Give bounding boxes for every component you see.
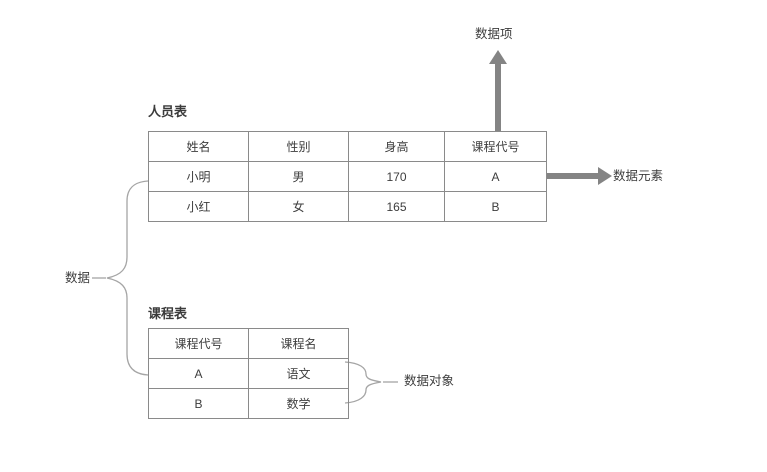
right-brace	[344, 361, 398, 404]
person-header-cell: 姓名	[148, 131, 249, 162]
data-label: 数据	[65, 271, 91, 285]
person-cell: 小红	[148, 191, 249, 222]
course-table-row: A 语文	[148, 358, 349, 389]
person-table-row: 小红 女 165 B	[148, 191, 547, 222]
person-table-row: 小明 男 170 A	[148, 161, 547, 192]
person-cell: 165	[348, 191, 445, 222]
person-cell: 170	[348, 161, 445, 192]
up-arrowhead-icon	[489, 50, 507, 64]
up-arrow	[489, 50, 507, 131]
right-arrow	[547, 167, 612, 185]
data-element-label: 数据元素	[613, 169, 664, 183]
course-table-row: B 数学	[148, 388, 349, 419]
person-table-header-row: 姓名 性别 身高 课程代号	[148, 131, 547, 162]
right-arrowhead-icon	[598, 167, 612, 185]
course-table-header-row: 课程代号 课程名	[148, 328, 349, 359]
course-table-title: 课程表	[148, 306, 188, 321]
left-brace	[92, 180, 149, 376]
person-cell: 小明	[148, 161, 249, 192]
course-header-cell: 课程名	[248, 328, 349, 359]
person-table-title: 人员表	[148, 104, 188, 119]
person-cell: 男	[248, 161, 349, 192]
person-cell: A	[444, 161, 547, 192]
person-header-cell: 课程代号	[444, 131, 547, 162]
data-object-label: 数据对象	[404, 374, 455, 388]
course-cell: 语文	[248, 358, 349, 389]
person-cell: 女	[248, 191, 349, 222]
person-table: 姓名 性别 身高 课程代号 小明 男 170 A 小红 女 165 B	[148, 131, 547, 222]
course-cell: 数学	[248, 388, 349, 419]
person-header-cell: 性别	[248, 131, 349, 162]
course-table: 课程代号 课程名 A 语文 B 数学	[148, 328, 349, 419]
person-header-cell: 身高	[348, 131, 445, 162]
course-cell: A	[148, 358, 249, 389]
course-cell: B	[148, 388, 249, 419]
data-item-label: 数据项	[475, 27, 513, 41]
course-header-cell: 课程代号	[148, 328, 249, 359]
person-cell: B	[444, 191, 547, 222]
